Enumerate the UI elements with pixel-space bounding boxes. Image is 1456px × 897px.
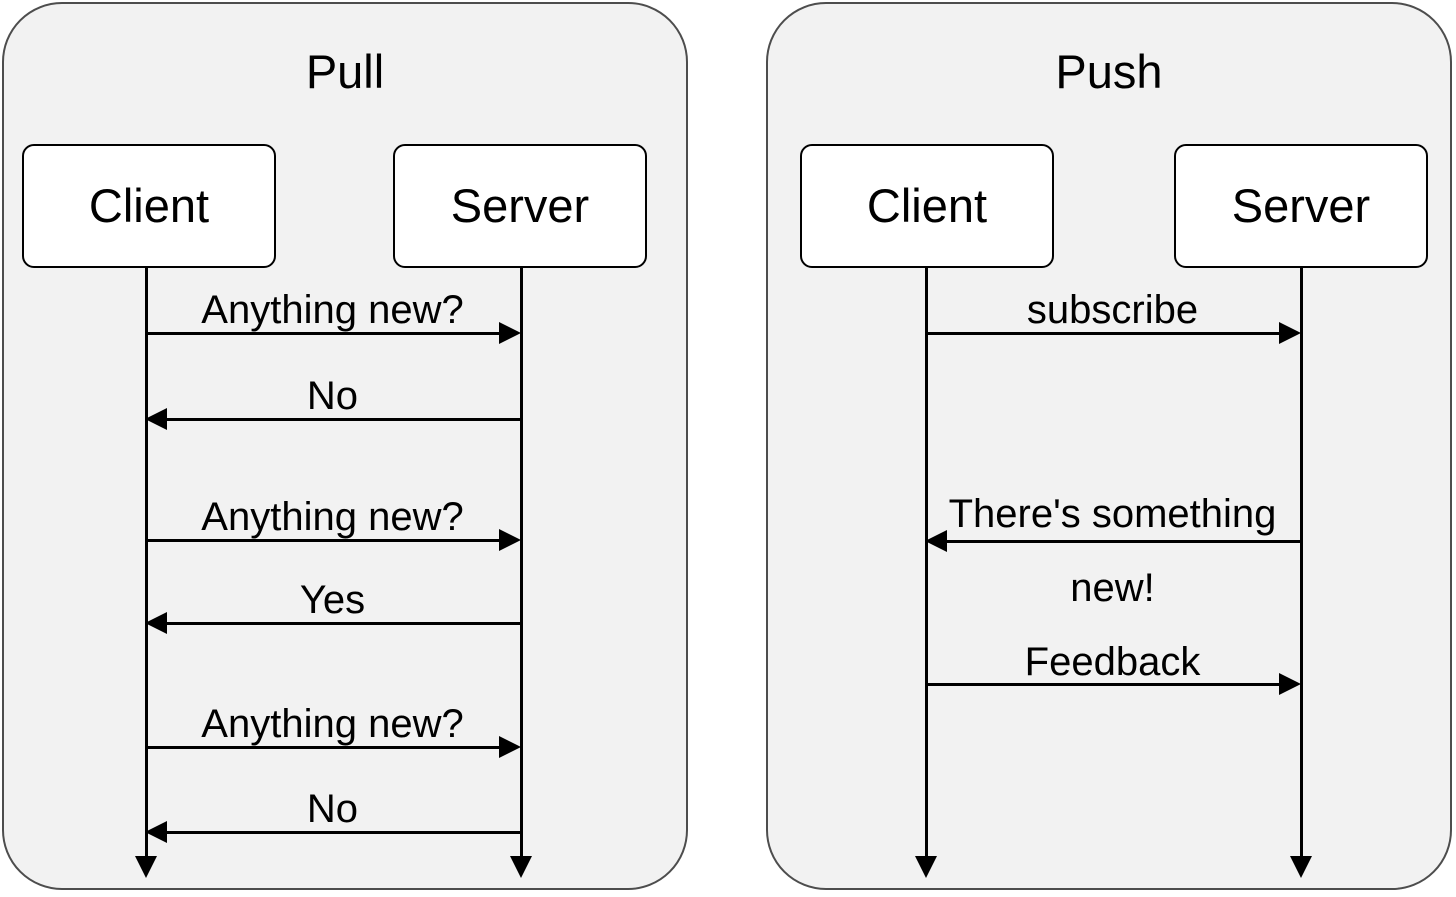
pull-message-label-5: Anything new? — [201, 702, 464, 746]
push-message-label-3: new! — [1070, 566, 1155, 610]
pull-actor-client-box[interactable]: Client — [22, 144, 276, 268]
pull-message-arrowhead-1 — [499, 322, 521, 344]
push-message-line-1 — [926, 332, 1281, 335]
push-lifeline-server-arrowhead — [1290, 856, 1312, 878]
push-message-line-2 — [945, 540, 1301, 543]
pull-message-arrowhead-4 — [145, 612, 167, 634]
push-message-label-4: Feedback — [1024, 640, 1201, 684]
panel-pull[interactable] — [2, 2, 688, 890]
push-message-arrowhead-1 — [1279, 322, 1301, 344]
push-message-arrowhead-2 — [925, 530, 947, 552]
pull-actor-server-label: Server — [450, 179, 590, 232]
push-actor-client-label: Client — [866, 179, 988, 232]
pull-actor-client-label: Client — [88, 179, 210, 232]
push-lifeline-server — [1300, 268, 1303, 858]
pull-message-arrowhead-6 — [145, 821, 167, 843]
push-actor-client-box[interactable]: Client — [800, 144, 1054, 268]
push-message-line-4 — [926, 683, 1281, 686]
pull-lifeline-server — [520, 268, 523, 858]
push-message-label-1: subscribe — [1026, 288, 1199, 332]
pull-message-label-1: Anything new? — [201, 288, 464, 332]
pull-lifeline-client — [145, 268, 148, 858]
push-actor-server-box[interactable]: Server — [1174, 144, 1428, 268]
pull-actor-server-box[interactable]: Server — [393, 144, 647, 268]
pull-lifeline-server-arrowhead — [510, 856, 532, 878]
pull-message-line-2 — [165, 418, 521, 421]
pull-message-arrowhead-3 — [499, 529, 521, 551]
pull-message-arrowhead-2 — [145, 408, 167, 430]
panel-pull-title: Pull — [305, 45, 385, 98]
push-lifeline-client-arrowhead — [915, 856, 937, 878]
pull-message-label-4: Yes — [299, 578, 366, 622]
pull-message-line-3 — [146, 539, 501, 542]
pull-message-line-5 — [146, 746, 501, 749]
push-message-label-2: There's something — [948, 492, 1277, 536]
panel-push[interactable] — [766, 2, 1452, 890]
pull-message-arrowhead-5 — [499, 736, 521, 758]
pull-message-line-4 — [165, 622, 521, 625]
pull-lifeline-client-arrowhead — [135, 856, 157, 878]
push-message-arrowhead-4 — [1279, 673, 1301, 695]
push-actor-server-label: Server — [1231, 179, 1371, 232]
pull-message-line-1 — [146, 332, 501, 335]
pull-message-label-2: No — [306, 374, 359, 418]
pull-message-label-3: Anything new? — [201, 495, 464, 539]
push-lifeline-client — [925, 268, 928, 858]
pull-message-line-6 — [165, 831, 521, 834]
pull-message-label-6: No — [306, 787, 359, 831]
panel-push-title: Push — [1055, 45, 1163, 98]
